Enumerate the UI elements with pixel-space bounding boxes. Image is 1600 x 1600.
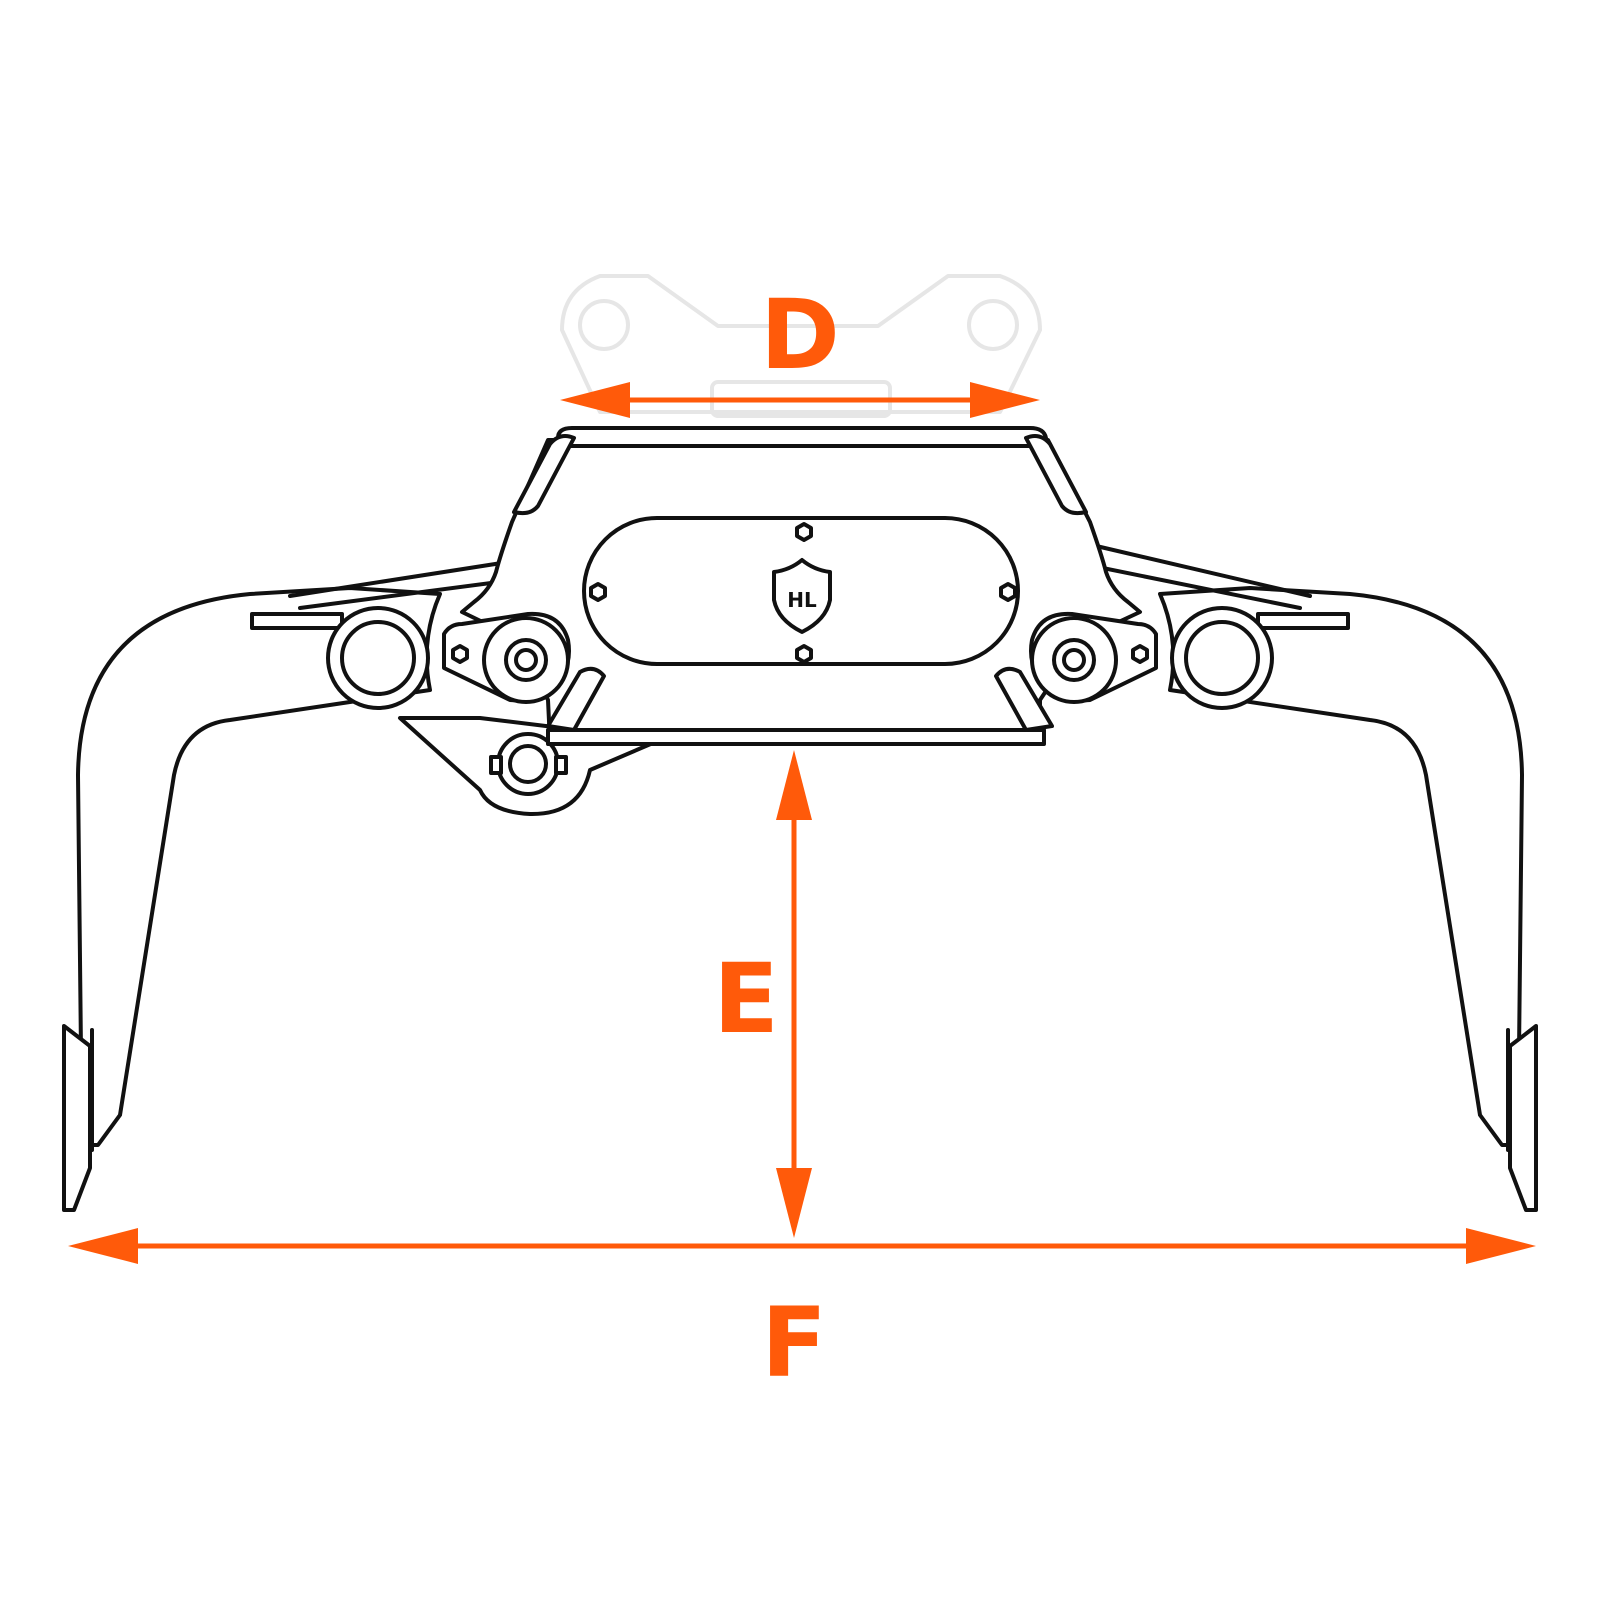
arrowhead-up	[776, 750, 812, 820]
dimension-label-f: F	[761, 1287, 827, 1399]
shield-icon	[772, 558, 832, 634]
window-bolt	[795, 644, 813, 664]
arrowhead-left	[68, 1228, 138, 1264]
left-linkage	[326, 606, 571, 710]
dimension-f: F	[68, 1228, 1536, 1399]
dimension-d: D	[560, 279, 1040, 418]
logo-text: HL	[787, 588, 817, 612]
link-bolt	[451, 644, 469, 664]
window-bolt	[795, 522, 813, 542]
right-linkage	[1029, 606, 1274, 710]
window-bolt	[999, 582, 1017, 602]
arrowhead-down	[776, 1168, 812, 1238]
arrowhead-left	[560, 382, 630, 418]
dimension-label-e: E	[713, 943, 779, 1055]
dimension-e: E	[713, 750, 812, 1238]
brand-logo: HL	[772, 558, 832, 634]
arrowhead-right	[1466, 1228, 1536, 1264]
window-bolt	[589, 582, 607, 602]
dimension-label-d: D	[760, 279, 840, 391]
arrowhead-right	[970, 382, 1040, 418]
link-bolt	[1131, 644, 1149, 664]
